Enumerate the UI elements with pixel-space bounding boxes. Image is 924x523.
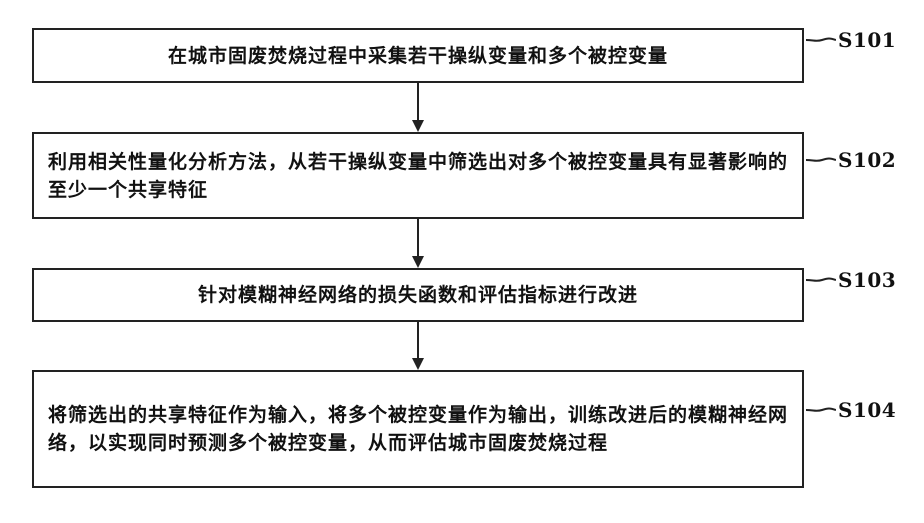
step-text-s103: 针对模糊神经网络的损失函数和评估指标进行改进	[48, 281, 788, 309]
step-label-s104: S104	[806, 398, 896, 422]
step-id-s104: S104	[838, 398, 896, 422]
step-label-s103: S103	[806, 268, 896, 292]
step-box-s102: 利用相关性量化分析方法，从若干操纵变量中筛选出对多个被控变量具有显著影响的至少一…	[32, 132, 804, 219]
leader-line-icon	[806, 269, 836, 291]
step-label-s101: S101	[806, 28, 896, 52]
step-text-s104: 将筛选出的共享特征作为输入，将多个被控变量作为输出，训练改进后的模糊神经网络，以…	[48, 401, 788, 457]
step-label-s102: S102	[806, 148, 896, 172]
leader-line-icon	[806, 29, 836, 51]
step-text-s101: 在城市固废焚烧过程中采集若干操纵变量和多个被控变量	[48, 42, 788, 70]
step-box-s103: 针对模糊神经网络的损失函数和评估指标进行改进	[32, 268, 804, 322]
step-id-s103: S103	[838, 268, 896, 292]
step-id-s102: S102	[838, 148, 896, 172]
step-id-s101: S101	[838, 28, 896, 52]
step-box-s101: 在城市固废焚烧过程中采集若干操纵变量和多个被控变量	[32, 28, 804, 83]
step-text-s102: 利用相关性量化分析方法，从若干操纵变量中筛选出对多个被控变量具有显著影响的至少一…	[48, 148, 788, 204]
leader-line-icon	[806, 149, 836, 171]
leader-line-icon	[806, 399, 836, 421]
step-box-s104: 将筛选出的共享特征作为输入，将多个被控变量作为输出，训练改进后的模糊神经网络，以…	[32, 370, 804, 488]
